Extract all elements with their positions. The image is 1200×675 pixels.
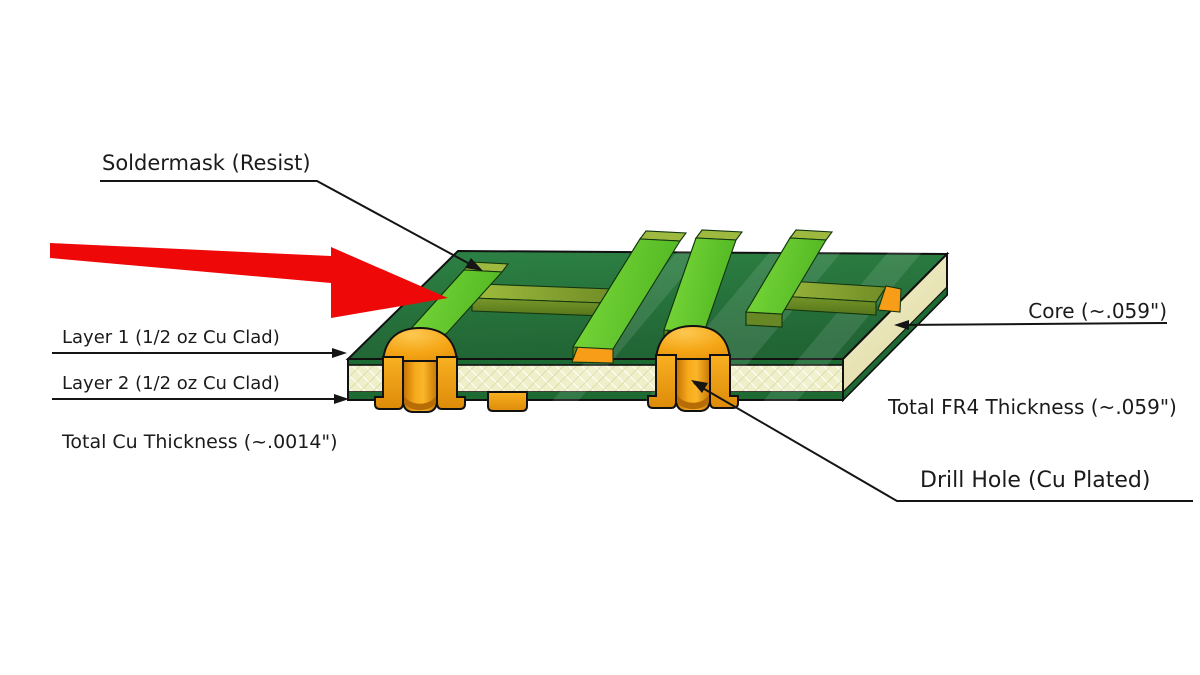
- core-leader-line: [897, 322, 1168, 326]
- layer1-arrowhead: [332, 348, 347, 358]
- trace-top: [745, 237, 827, 315]
- layer2-arrowhead: [334, 394, 349, 404]
- trace-b: [571, 230, 688, 364]
- leader-lines: [52, 180, 1193, 502]
- label-layer-1: Layer 1 (1/2 oz Cu Clad): [62, 327, 280, 348]
- label-total-cu-thickness: Total Cu Thickness (~.0014"): [62, 431, 338, 453]
- trace-top: [406, 269, 504, 335]
- core-arrowhead: [894, 320, 909, 330]
- via-pad-dome: [381, 326, 459, 362]
- soldermask-arrowhead: [465, 258, 483, 271]
- drill-hole-left: [374, 326, 466, 413]
- via-wall-left: [647, 354, 677, 409]
- soldermask-leader-line: [100, 180, 480, 270]
- bottom-copper-pad: [487, 391, 528, 412]
- trace-d: [745, 229, 834, 328]
- drill-hole-arrowhead: [691, 380, 708, 393]
- front-bottom-copper-strip: [348, 392, 843, 400]
- label-total-fr4-thickness: Total FR4 Thickness (~.059"): [888, 395, 1177, 419]
- copper-cap-right-edge: [877, 285, 902, 313]
- trace-top: [572, 238, 681, 350]
- via-wall-right: [436, 356, 466, 410]
- via-barrel-bottom-shadow: [676, 393, 710, 410]
- via-barrel-bottom-shadow: [403, 394, 437, 411]
- label-soldermask: Soldermask (Resist): [102, 151, 311, 175]
- label-drill-hole: Drill Hole (Cu Plated): [920, 468, 1151, 493]
- trace-a-branch: [471, 283, 613, 319]
- label-layer-2: Layer 2 (1/2 oz Cu Clad): [62, 373, 280, 394]
- red-highlight-arrow: [50, 243, 448, 318]
- label-core: Core (~.059"): [1028, 299, 1167, 323]
- drill-hole-leader-line: [693, 382, 1193, 502]
- via-pad-dome: [654, 324, 732, 360]
- via-wall-left: [374, 356, 404, 410]
- drill-hole-right: [647, 324, 739, 412]
- via-wall-right: [709, 354, 739, 409]
- trace-a: [406, 261, 510, 347]
- copper-traces: [406, 229, 902, 364]
